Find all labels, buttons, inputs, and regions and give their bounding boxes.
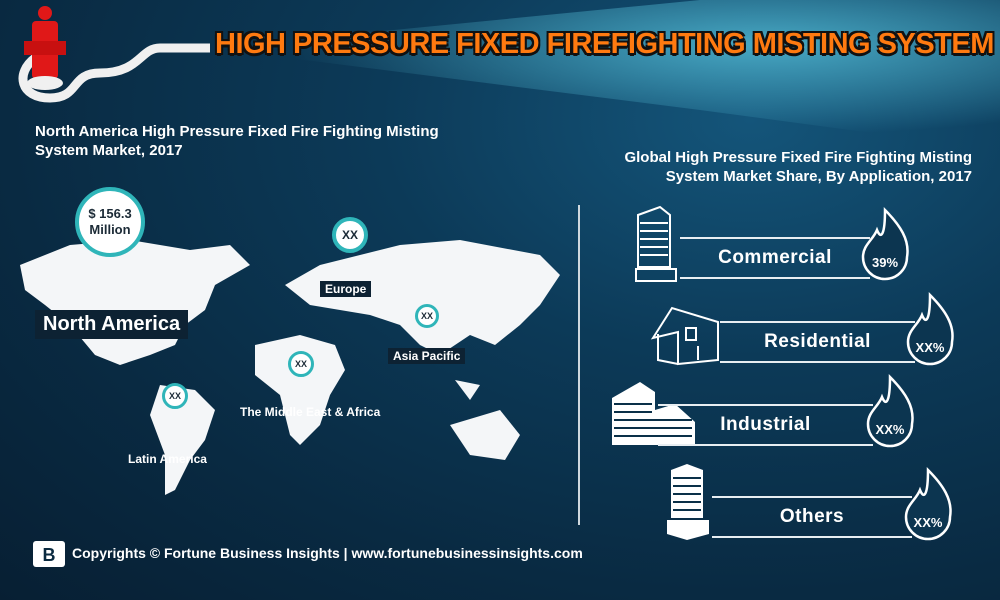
share-value: XX% xyxy=(915,340,945,355)
middle-east-africa-label: The Middle East & Africa xyxy=(240,405,381,419)
application-label: Commercial xyxy=(718,247,832,268)
copyright-footer: Copyrights © Fortune Business Insights |… xyxy=(72,545,583,561)
page-title: HIGH PRESSURE FIXED FIREFIGHTING MISTING… xyxy=(215,28,994,60)
fire-hydrant-icon xyxy=(18,6,210,103)
building-icon xyxy=(667,464,709,540)
north-america-section-title: North America High Pressure Fixed Fire F… xyxy=(35,122,439,160)
fortune-business-insights-logo: B xyxy=(33,541,65,567)
flame-icon: XX% xyxy=(860,372,920,452)
flame-icon: 39% xyxy=(855,205,915,285)
pin-unit: Million xyxy=(89,222,131,237)
application-row-commercial: Commercial xyxy=(680,237,870,279)
application-row-others: Others xyxy=(712,496,912,538)
share-value: XX% xyxy=(875,422,905,437)
title-line: System Market, 2017 xyxy=(35,142,183,159)
flame-icon: XX% xyxy=(898,465,958,545)
share-value: XX% xyxy=(913,515,943,530)
flame-icon: XX% xyxy=(900,290,960,370)
share-value: 39% xyxy=(871,255,899,270)
title-line: System Market Share, By Application, 201… xyxy=(665,168,972,185)
house-icon xyxy=(650,306,719,366)
application-label: Industrial xyxy=(720,414,811,435)
application-row-industrial: Industrial xyxy=(658,404,873,446)
application-row-residential: Residential xyxy=(720,321,915,363)
latin-america-pin[interactable]: XX xyxy=(162,383,188,409)
title-line: North America High Pressure Fixed Fire F… xyxy=(35,123,439,140)
office-tower-icon xyxy=(635,205,677,282)
latin-america-label: Latin America xyxy=(128,452,207,466)
asia-pacific-pin[interactable]: XX xyxy=(415,304,439,328)
application-label: Others xyxy=(779,506,845,527)
pin-value: $ 156.3 xyxy=(88,206,132,221)
application-share-section-title: Global High Pressure Fixed Fire Fighting… xyxy=(624,148,972,186)
europe-label: Europe xyxy=(320,281,372,297)
north-america-label: North America xyxy=(35,310,189,339)
europe-pin[interactable]: XX xyxy=(332,217,368,253)
title-line: Global High Pressure Fixed Fire Fighting… xyxy=(624,149,972,166)
section-divider xyxy=(578,205,580,525)
middle-east-africa-pin[interactable]: XX xyxy=(288,351,314,377)
application-label: Residential xyxy=(764,331,871,352)
svg-text:B: B xyxy=(43,545,56,565)
asia-pacific-label: Asia Pacific xyxy=(388,348,466,364)
factory-building-icon xyxy=(612,382,695,445)
